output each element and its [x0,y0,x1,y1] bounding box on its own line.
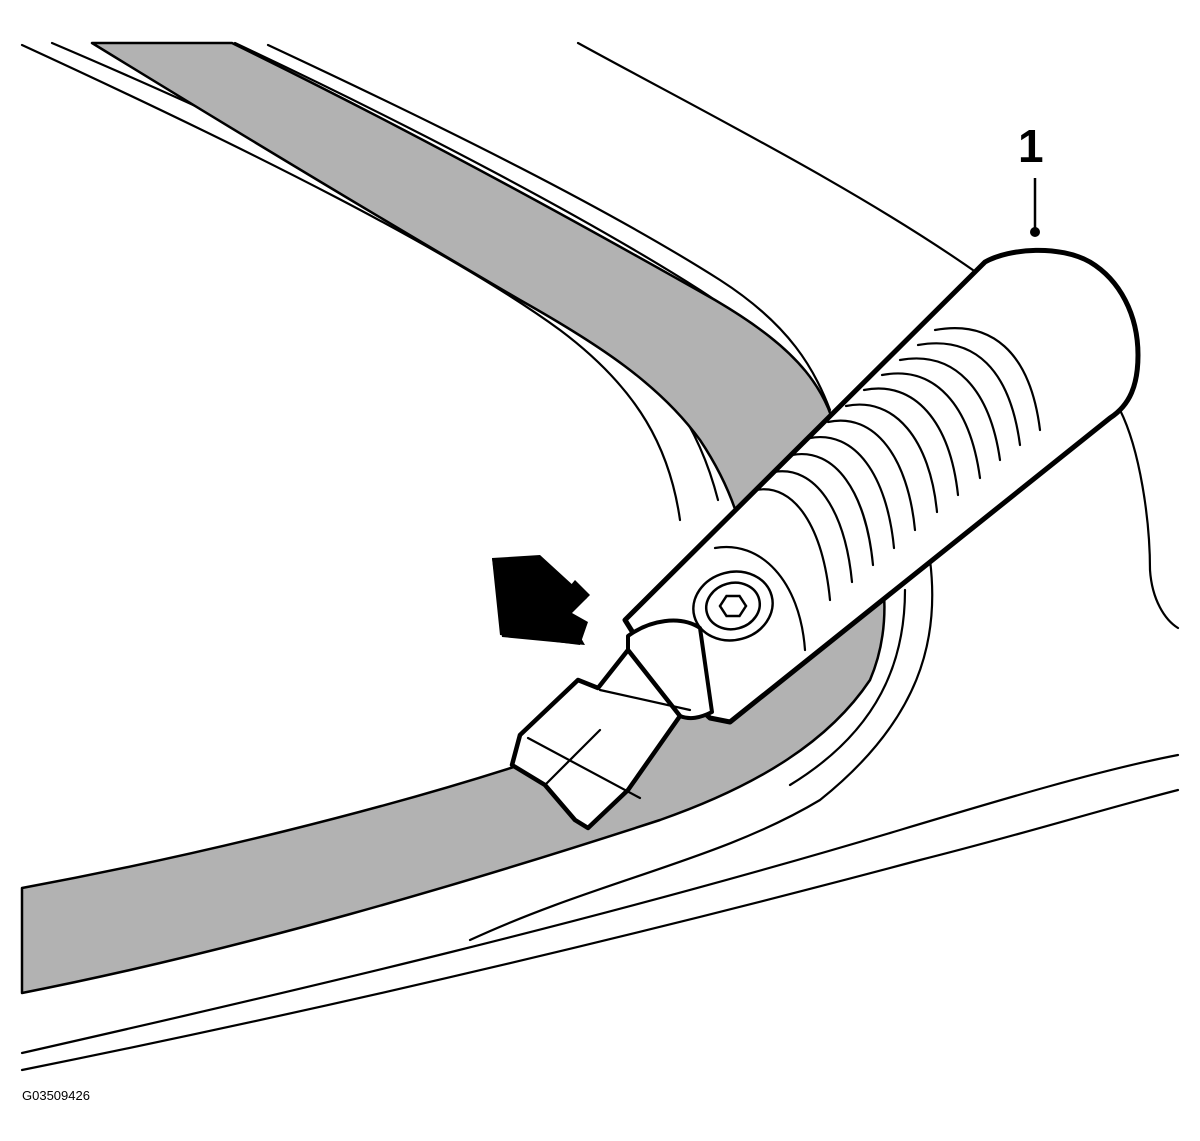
figure-id: G03509426 [22,1088,90,1103]
seal-strip-fill [20,41,886,995]
seal-strip [20,41,886,995]
grip-rings [754,327,1042,602]
tool-part-1 [509,247,1141,831]
callout-1: 1 [1018,120,1044,237]
tool-blade [509,647,683,831]
hex-socket-bolt-icon [692,570,774,642]
tool-neck [626,618,714,721]
callout-number: 1 [1018,120,1044,172]
arrow-down-left-icon [492,555,590,645]
